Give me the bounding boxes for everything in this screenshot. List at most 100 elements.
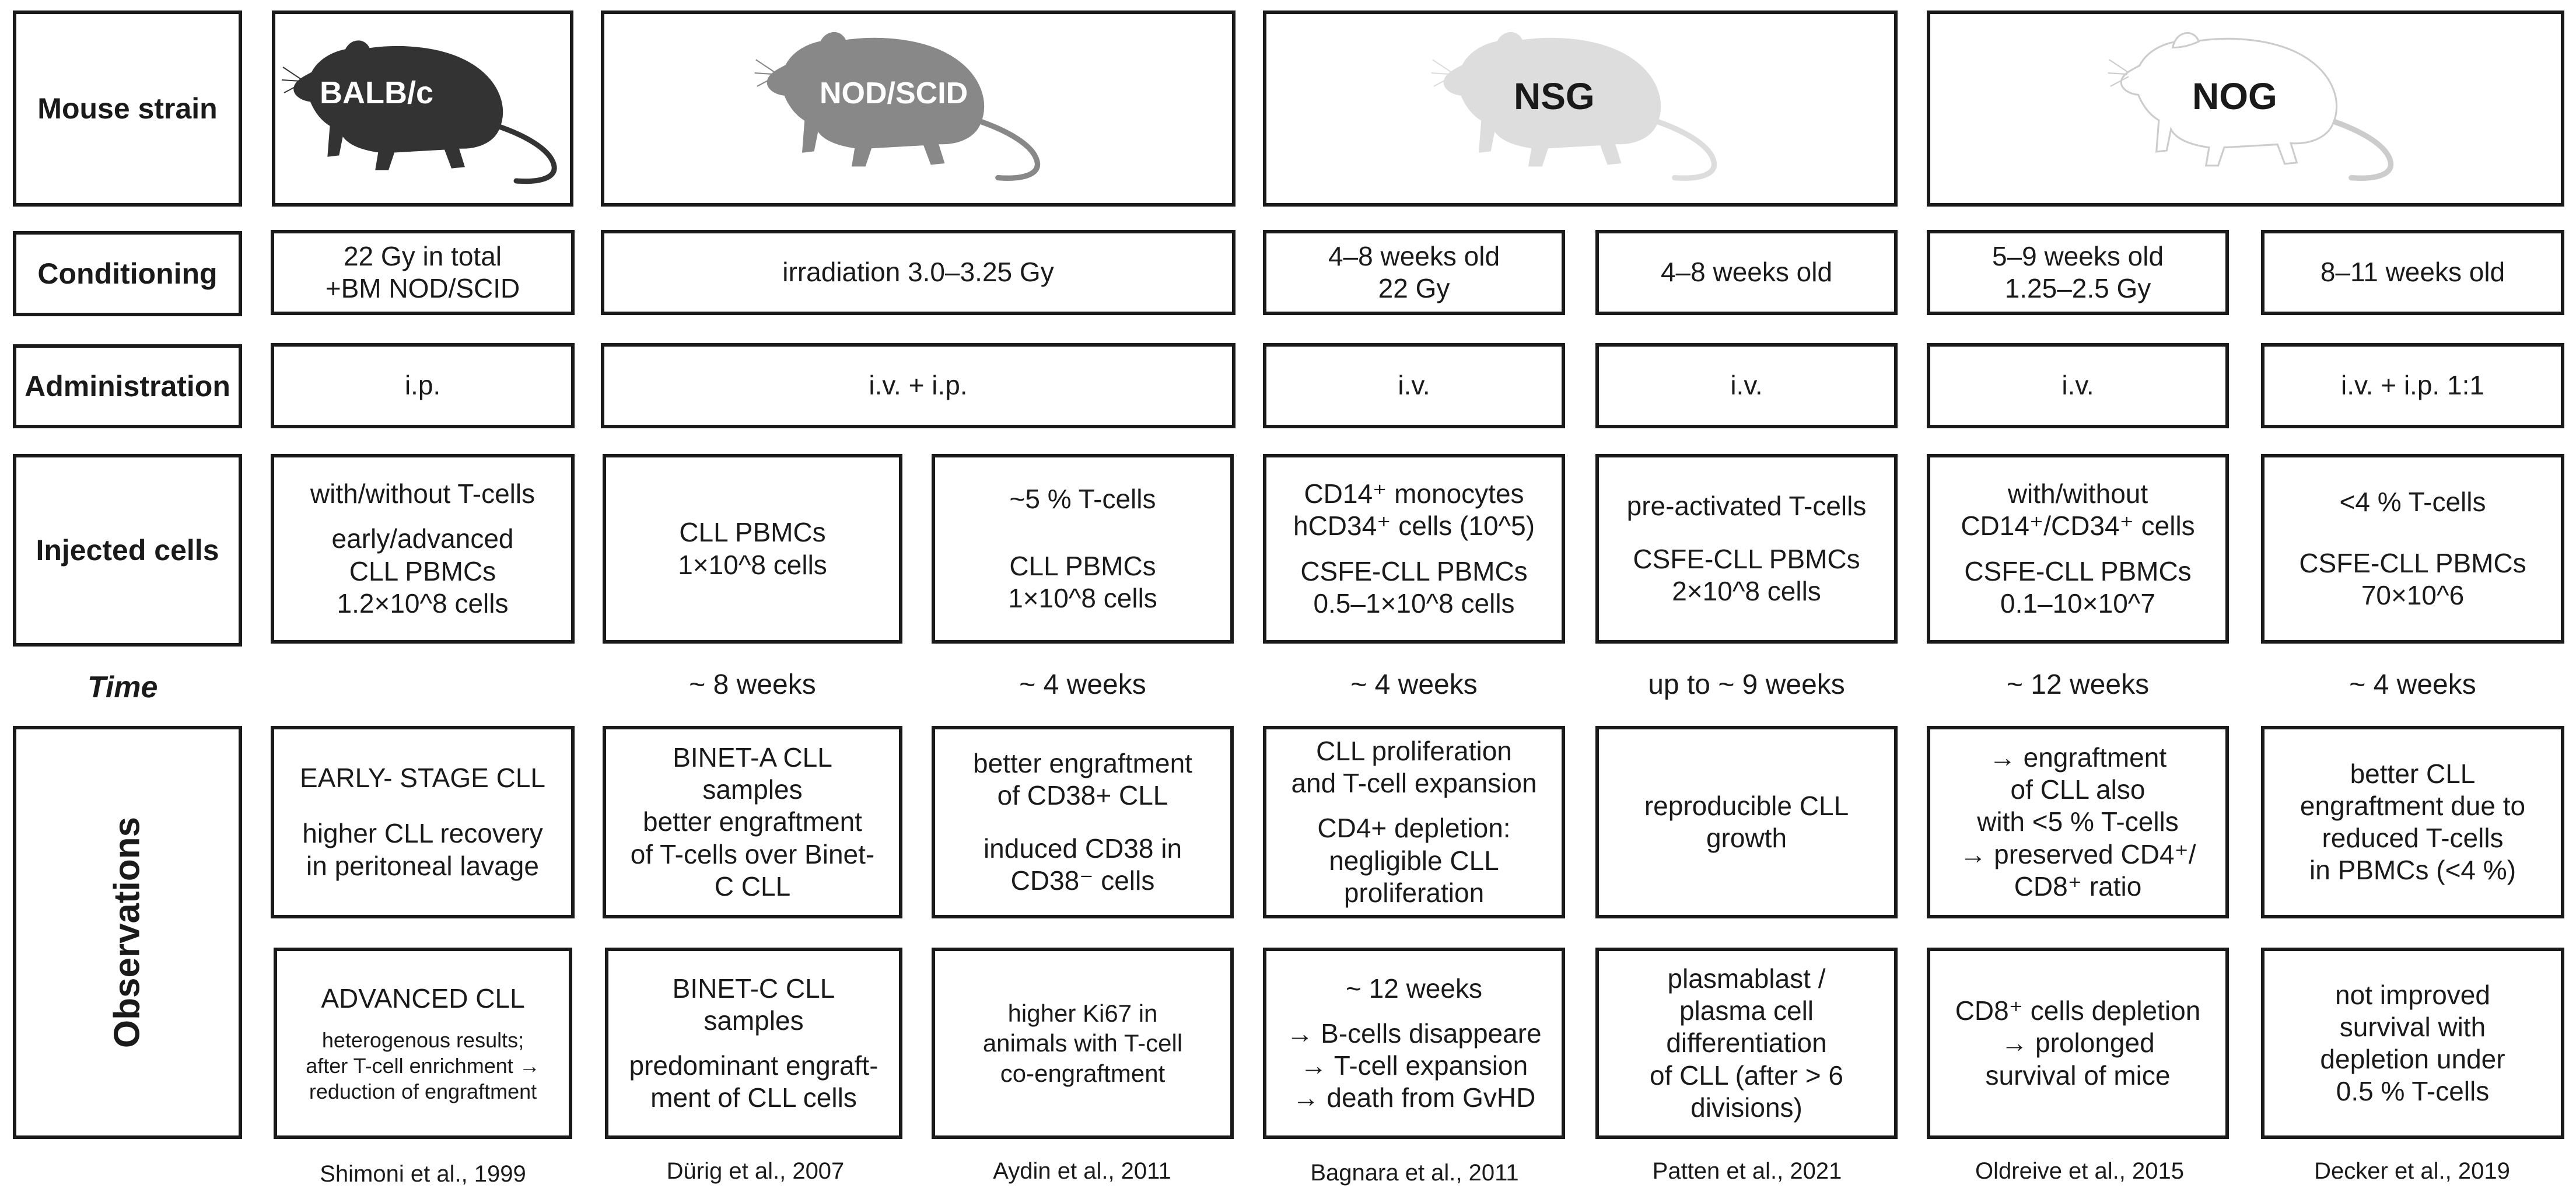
observation-text: better CLL engraftment due to reduced T-… — [2300, 758, 2526, 886]
row-label-text: Conditioning — [37, 257, 218, 290]
conditioning-text: 4–8 weeks old — [1660, 257, 1833, 288]
injected-cells-text: CD14⁺ monocytes hCD34⁺ cells (10^5) — [1293, 478, 1535, 541]
citation: Oldreive et al., 2015 — [1975, 1158, 2184, 1184]
time-value: ~ 4 weeks — [1019, 669, 1146, 700]
injected-cells-text: ~5 % T-cells — [1009, 483, 1156, 514]
observation-text: reproducible CLL growth — [1644, 790, 1849, 853]
observation-text: higher CLL recovery in peritoneal lavage — [302, 818, 543, 881]
citation: Decker et al., 2019 — [2314, 1158, 2510, 1184]
conditioning-cell: 22 Gy in total +BM NOD/SCID — [271, 230, 575, 315]
administration-cell: i.v. + i.p. 1:1 — [2261, 343, 2564, 428]
citation: Patten et al., 2021 — [1652, 1158, 1842, 1184]
strain-name-nsg: NSG — [1514, 75, 1595, 117]
injected-cells-text: CSFE-CLL PBMCs 0.1–10×10^7 — [1964, 555, 2192, 619]
citation: Bagnara et al., 2011 — [1310, 1160, 1519, 1186]
mouse-whisker — [1432, 59, 1451, 72]
injected-cells-cell: ~5 % T-cells CLL PBMCs 1×10^8 cells — [932, 454, 1234, 644]
observation-bottom-cell: CD8⁺ cells depletion → prolonged surviva… — [1927, 948, 2229, 1139]
observation-text: EARLY- STAGE CLL — [300, 763, 545, 794]
strain-name-balbc: BALB/c — [320, 75, 434, 110]
row-label-text: Mouse strain — [37, 92, 218, 125]
observation-top-cell: EARLY- STAGE CLL higher CLL recovery in … — [271, 726, 575, 918]
injected-cells-text: with/without CD14⁺/CD34⁺ cells — [1961, 478, 2195, 541]
mouse-whisker — [754, 72, 774, 75]
mouse-whisker — [2109, 59, 2128, 72]
mouse-silhouette-icon — [2108, 32, 2393, 181]
observation-top-cell: better CLL engraftment due to reduced T-… — [2261, 726, 2564, 918]
conditioning-cell: irradiation 3.0–3.25 Gy — [601, 230, 1236, 315]
conditioning-text: 8–11 weeks old — [2320, 257, 2505, 288]
row-label-observations-text: Observations — [107, 816, 148, 1049]
row-label-mouse-strain: Mouse strain — [13, 11, 242, 207]
mouse-body — [2120, 37, 2338, 167]
administration-text: i.v. — [1730, 370, 1763, 401]
observation-bottom-cell: higher Ki67 in animals with T-cell co-en… — [932, 948, 1234, 1139]
conditioning-text: 22 Gy in total +BM NOD/SCID — [325, 240, 520, 303]
administration-cell: i.v. — [1595, 343, 1898, 428]
injected-cells-text: CLL PBMCs 1×10^8 cells — [1008, 550, 1157, 614]
citation: Shimoni et al., 1999 — [320, 1161, 526, 1187]
mouse-tail — [2327, 117, 2393, 181]
row-label-observations — [13, 726, 242, 1139]
mouse-body — [766, 37, 985, 167]
observation-text: predominant engraft- ment of CLL cells — [629, 1050, 878, 1113]
injected-cells-cell: <4 % T-cells CSFE-CLL PBMCs 70×10^6 — [2261, 454, 2564, 644]
injected-cells-text: early/advanced CLL PBMCs 1.2×10^8 cells — [331, 523, 514, 619]
observation-text: induced CD38 in CD38⁻ cells — [983, 833, 1182, 896]
injected-cells-cell: CD14⁺ monocytes hCD34⁺ cells (10^5) CSFE… — [1263, 454, 1565, 644]
row-label-text: Administration — [24, 370, 230, 403]
observation-text: higher Ki67 in animals with T-cell co-en… — [982, 1000, 1183, 1087]
mouse-whisker — [755, 59, 775, 72]
observation-top-cell: BINET-A CLL samples better engraftment o… — [603, 726, 902, 918]
observation-text: plasmablast / plasma cell differentiatio… — [1650, 963, 1843, 1123]
row-label-conditioning: Conditioning — [13, 231, 242, 316]
mouse-silhouette-icon — [281, 40, 557, 184]
mouse-ear — [818, 32, 847, 49]
observation-top-cell: reproducible CLL growth — [1595, 726, 1898, 918]
conditioning-text: 5–9 weeks old 1.25–2.5 Gy — [1992, 240, 2164, 303]
administration-text: i.v. — [1398, 370, 1430, 401]
mouse-whisker — [2108, 72, 2127, 75]
observation-text: CLL proliferation and T-cell expansion — [1291, 736, 1537, 799]
injected-cells-text: pre-activated T-cells — [1626, 490, 1867, 521]
mouse-whisker — [1431, 72, 1451, 75]
conditioning-cell: 5–9 weeks old 1.25–2.5 Gy — [1927, 230, 2229, 315]
time-value: ~ 4 weeks — [1350, 669, 1478, 700]
administration-text: i.v. — [2062, 370, 2094, 401]
mouse-ear — [343, 40, 370, 57]
conditioning-text: irradiation 3.0–3.25 Gy — [782, 257, 1054, 288]
observation-top-cell: better engraftment of CD38+ CLL induced … — [932, 726, 1234, 918]
injected-cells-cell: pre-activated T-cells CSFE-CLL PBMCs 2×1… — [1595, 454, 1898, 644]
injected-cells-text: CSFE-CLL PBMCs 70×10^6 — [2299, 547, 2526, 611]
observation-text: → engraftment of CLL also with <5 % T-ce… — [1959, 742, 2196, 902]
strain-name-nog: NOG — [2192, 75, 2277, 117]
administration-text: i.p. — [404, 370, 441, 401]
mouse-ear — [2171, 32, 2200, 49]
observation-top-cell: CLL proliferation and T-cell expansion C… — [1263, 726, 1565, 918]
injected-cells-text: <4 % T-cells — [2339, 486, 2486, 517]
observation-bottom-cell: BINET-C CLL samples predominant engraft-… — [605, 948, 902, 1139]
injected-cells-cell: CLL PBMCs 1×10^8 cells — [603, 454, 902, 644]
mouse-tail — [493, 123, 557, 184]
mouse-whisker — [2110, 76, 2129, 87]
observation-bottom-cell: not improved survival with depletion und… — [2261, 948, 2564, 1139]
mouse-body — [1443, 37, 1661, 167]
observation-text: → B-cells disappeare → T-cell expansion … — [1286, 1018, 1542, 1113]
time-value: ~ 8 weeks — [689, 669, 816, 700]
administration-text: i.v. + i.p. 1:1 — [2341, 370, 2484, 401]
mouse-silhouette-icon — [754, 32, 1040, 181]
observation-top-cell: → engraftment of CLL also with <5 % T-ce… — [1927, 726, 2229, 918]
mouse-whisker — [757, 76, 776, 87]
observation-bottom-cell: plasmablast / plasma cell differentiatio… — [1595, 948, 1898, 1139]
injected-cells-text: CSFE-CLL PBMCs 2×10^8 cells — [1633, 543, 1860, 607]
mouse-whisker — [1433, 76, 1452, 87]
observation-text: BINET-A CLL samples better engraftment o… — [630, 742, 875, 902]
conditioning-cell: 8–11 weeks old — [2261, 230, 2564, 315]
row-label-injected-cells: Injected cells — [13, 454, 242, 647]
injected-cells-text: CSFE-CLL PBMCs 0.5–1×10^8 cells — [1300, 555, 1528, 619]
administration-text: i.v. + i.p. — [869, 370, 968, 401]
mouse-ear — [1494, 32, 1524, 49]
administration-cell: i.v. — [1927, 343, 2229, 428]
row-label-administration: Administration — [13, 344, 242, 428]
row-label-time: Time — [88, 670, 158, 704]
